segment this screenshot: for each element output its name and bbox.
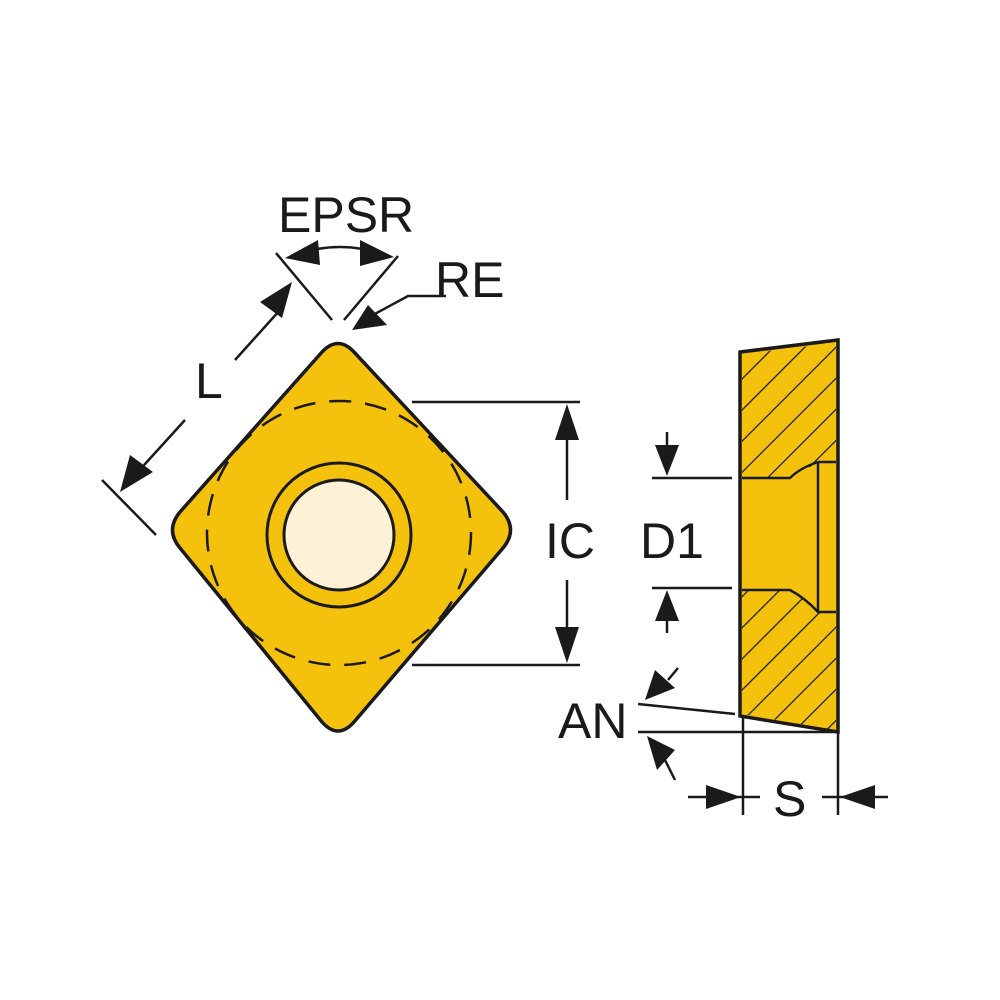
re-label: RE	[435, 252, 504, 308]
insert-side-view	[738, 338, 840, 735]
re-dimension: RE	[352, 252, 504, 330]
l-dimension: L	[101, 282, 292, 536]
l-label: L	[195, 353, 223, 409]
inscribed-circle	[205, 399, 473, 667]
hole	[282, 478, 396, 592]
epsr-label: EPSR	[278, 187, 414, 243]
insert-top-view	[170, 341, 513, 733]
ic-dimension: IC	[412, 400, 595, 667]
an-label: AN	[558, 693, 627, 749]
s-label: S	[773, 771, 806, 827]
an-dimension: AN	[558, 667, 838, 781]
ic-label: IC	[545, 513, 595, 569]
d1-label: D1	[640, 513, 704, 569]
hole-outer-ring	[265, 461, 413, 609]
d1-dimension: D1	[640, 432, 732, 633]
epsr-dimension: EPSR	[275, 187, 414, 321]
s-dimension: S	[688, 718, 888, 827]
